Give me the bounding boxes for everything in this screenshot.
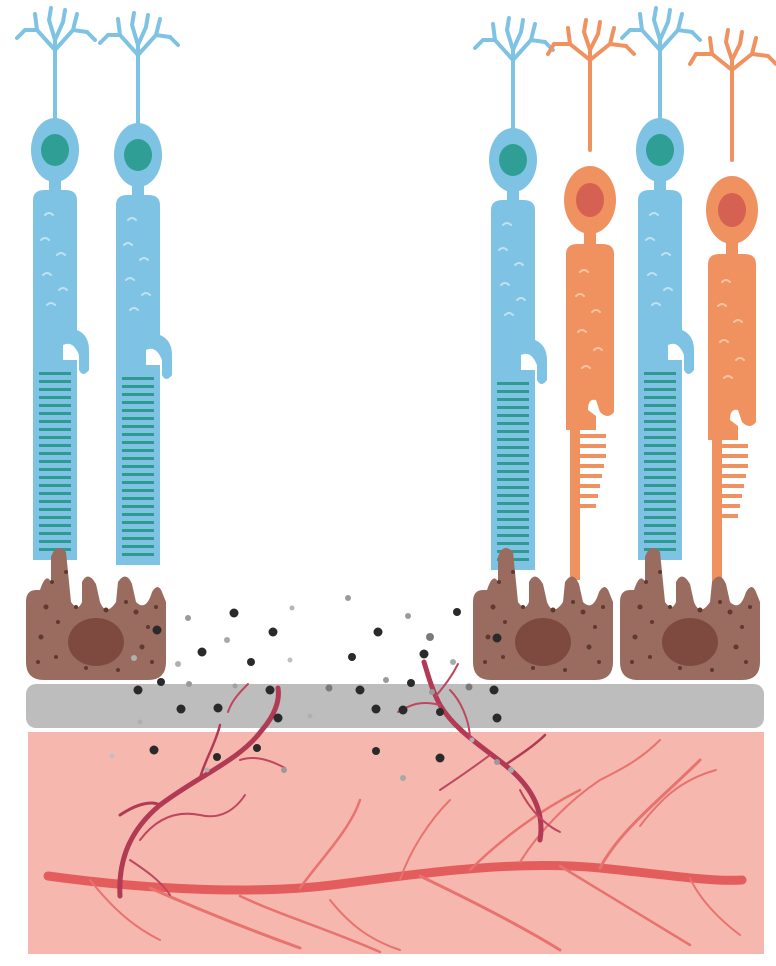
rod-cell	[475, 18, 553, 570]
rpe-cell	[26, 548, 166, 680]
rod-cell	[622, 8, 700, 560]
rod-cell	[100, 13, 178, 565]
choroid-layer	[28, 732, 764, 954]
rpe-cell	[620, 548, 760, 680]
rod-cell	[17, 8, 95, 560]
cone-cell	[690, 30, 776, 590]
cone-cell	[548, 20, 634, 580]
